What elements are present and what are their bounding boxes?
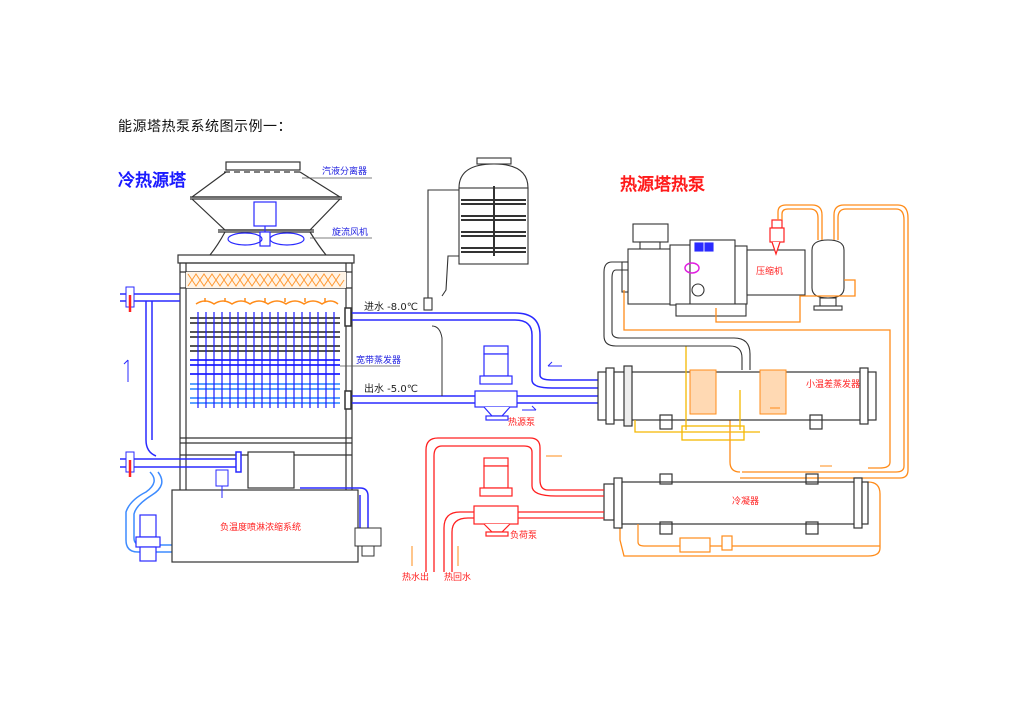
label-outlet-temp: 出水 -5.0℃: [364, 384, 418, 395]
label-compressor: 压缩机: [756, 267, 784, 277]
evaporator-packing: [689, 369, 787, 415]
arrow-outlet: [522, 405, 537, 411]
fan-blade-right: [269, 232, 305, 246]
valve-left-top: [125, 286, 135, 312]
yellow-drain-lines: [634, 346, 760, 441]
page-heading: 能源塔热泵系统图示例一：: [118, 119, 292, 135]
wideband-evaporator-coil: [190, 312, 340, 408]
label-wideband-evaporator: 宽带蒸发器: [356, 356, 402, 366]
fan-blade-left: [227, 232, 263, 246]
valve-left-bottom: [125, 451, 135, 477]
suction-pipe: [603, 261, 751, 370]
fan-motor: [253, 201, 277, 227]
spray-concentration-tank: [171, 489, 359, 563]
circulation-pump-left: [135, 514, 161, 562]
label-inlet-temp: 进水 -8.0℃: [364, 302, 418, 313]
vortex-fan: [227, 201, 305, 247]
compressor-unit: [621, 223, 806, 317]
label-condenser: 冷凝器: [732, 497, 760, 507]
heat-pump-title: 热源塔热泵: [620, 175, 705, 195]
tower-top-cap: [225, 161, 301, 171]
discharge-valve: [769, 219, 785, 256]
heat-source-pump: [474, 345, 518, 421]
label-vortex-fan: 旋流风机: [332, 228, 369, 238]
tower-sump: [247, 451, 295, 489]
condenser-liquid-line: [637, 524, 880, 553]
expansion-water-tank: [423, 157, 529, 311]
label-gas-liquid-separator: 汽液分离器: [322, 167, 368, 177]
tower-upper-cone: [190, 171, 343, 198]
arrow-up-left: [123, 359, 129, 382]
tank-drain: [354, 527, 382, 557]
flow-arrows: [123, 359, 832, 566]
label-load-pump: 负荷泵: [510, 531, 538, 541]
tower-fill-packing: [186, 272, 346, 288]
label-spray-concentration-system: 负温度喷淋浓缩系统: [220, 523, 302, 533]
label-hot-water-return: 热回水: [444, 573, 472, 583]
label-small-temp-diff-evaporator: 小温差蒸发器: [806, 380, 861, 390]
hot-water-loop: [425, 437, 604, 572]
cold-heat-tower-title: 冷热源塔: [118, 171, 186, 191]
condenser: [603, 473, 869, 535]
small-temp-diff-evaporator: [597, 365, 877, 430]
label-hot-water-out: 热水出: [402, 573, 430, 583]
refrigerant-lines: [619, 204, 909, 557]
label-heat-source-pump: 热源泵: [508, 418, 536, 428]
filter-valve: [215, 469, 229, 498]
gas-liquid-separator: [811, 239, 845, 311]
load-pump: [473, 457, 519, 537]
spray-nozzles: [195, 298, 339, 305]
arrow-inlet: [547, 361, 562, 367]
